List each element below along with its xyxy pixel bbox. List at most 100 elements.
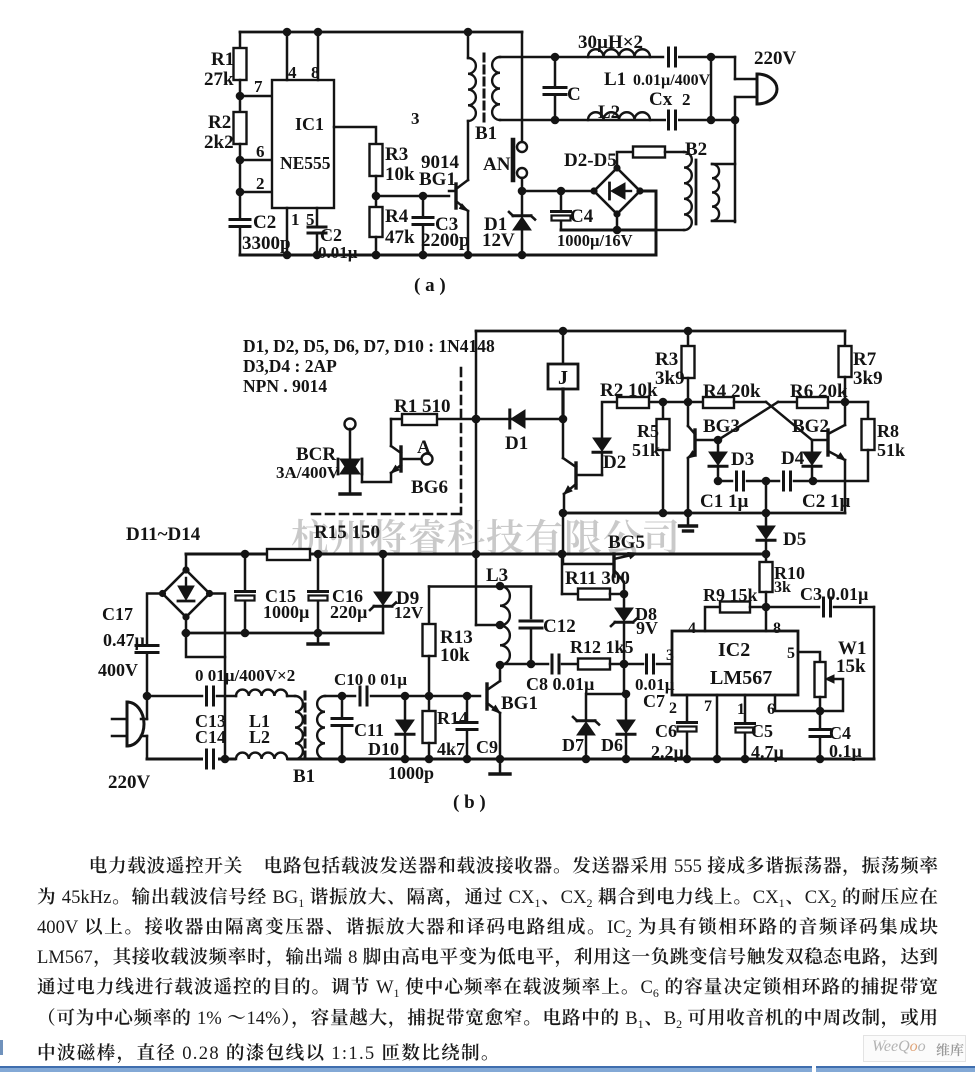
svg-text:1000µ: 1000µ	[263, 602, 310, 622]
svg-text:C12: C12	[543, 616, 576, 637]
svg-text:BG5: BG5	[608, 532, 645, 553]
svg-text:D4: D4	[781, 448, 805, 469]
svg-text:L2: L2	[598, 102, 620, 123]
svg-text:R11 300: R11 300	[565, 568, 630, 589]
svg-text:10k: 10k	[440, 645, 470, 666]
svg-text:4: 4	[288, 63, 297, 82]
svg-text:BG1: BG1	[501, 693, 538, 714]
svg-text:0.01µ: 0.01µ	[318, 243, 358, 262]
svg-text:D1: D1	[505, 433, 528, 454]
svg-text:4.7µ: 4.7µ	[751, 742, 785, 762]
svg-text:220V: 220V	[108, 772, 151, 793]
svg-text:R1: R1	[211, 49, 234, 70]
svg-text:D1, D2, D5, D6, D7, D10 : 1N41: D1, D2, D5, D6, D7, D10 : 1N4148	[243, 336, 495, 356]
svg-text:6: 6	[256, 142, 265, 161]
svg-text:R2: R2	[208, 112, 231, 133]
svg-text:8: 8	[773, 620, 781, 637]
svg-text:R12 1k5: R12 1k5	[570, 637, 634, 657]
svg-text:D3: D3	[731, 449, 754, 470]
svg-text:51k: 51k	[632, 440, 660, 460]
svg-text:0.1µ: 0.1µ	[829, 741, 863, 761]
svg-text:D3,D4 : 2AP: D3,D4 : 2AP	[243, 356, 337, 376]
svg-text:1000µ/16V: 1000µ/16V	[557, 231, 633, 250]
svg-text:D10: D10	[368, 739, 399, 759]
svg-text:47k: 47k	[385, 227, 415, 248]
svg-text:3k9: 3k9	[853, 368, 883, 389]
svg-text:C: C	[567, 84, 581, 105]
svg-text:IC1: IC1	[295, 114, 324, 134]
svg-text:D7: D7	[562, 735, 584, 755]
svg-text:3: 3	[666, 647, 674, 664]
svg-text:C13: C13	[195, 711, 226, 731]
svg-text:C10 0 01µ: C10 0 01µ	[334, 670, 407, 689]
svg-text:220V: 220V	[754, 48, 797, 69]
svg-text:C4: C4	[829, 723, 851, 743]
svg-text:2: 2	[682, 90, 691, 109]
svg-text:R4: R4	[385, 206, 409, 227]
svg-text:3A/400V: 3A/400V	[276, 463, 340, 482]
svg-text:C15: C15	[265, 586, 296, 606]
svg-text:2k2: 2k2	[204, 132, 234, 153]
svg-text:B1: B1	[293, 766, 315, 787]
svg-text:L1: L1	[249, 711, 270, 731]
svg-text:R7: R7	[853, 349, 877, 370]
svg-text:W1: W1	[838, 638, 867, 659]
svg-text:R3: R3	[385, 144, 408, 165]
svg-text:7: 7	[704, 698, 712, 715]
svg-text:C4: C4	[570, 206, 594, 227]
svg-text:400V: 400V	[98, 660, 138, 680]
svg-text:9V: 9V	[636, 618, 658, 638]
svg-text:AN: AN	[483, 154, 511, 175]
svg-text:0.01µ: 0.01µ	[635, 675, 675, 694]
svg-text:3: 3	[411, 109, 420, 128]
svg-text:A: A	[417, 437, 431, 458]
svg-text:R13: R13	[440, 627, 473, 648]
svg-text:4k7: 4k7	[437, 739, 465, 759]
svg-text:3k: 3k	[774, 579, 791, 596]
svg-text:C17: C17	[102, 604, 133, 624]
svg-text:LM567: LM567	[710, 667, 772, 689]
svg-text:2: 2	[669, 700, 677, 717]
svg-text:B1: B1	[475, 123, 497, 144]
svg-text:D11~D14: D11~D14	[126, 524, 201, 545]
svg-text:C7: C7	[643, 691, 665, 711]
svg-text:C9: C9	[476, 737, 498, 757]
svg-text:BG1: BG1	[419, 169, 456, 190]
svg-text:C2 1µ: C2 1µ	[802, 491, 850, 512]
svg-text:0 01µ/400V×2: 0 01µ/400V×2	[195, 666, 295, 685]
svg-text:51k: 51k	[877, 440, 905, 460]
svg-text:D5: D5	[783, 529, 806, 550]
svg-text:C1 1µ: C1 1µ	[700, 491, 748, 512]
svg-text:R4 20k: R4 20k	[703, 381, 761, 402]
svg-text:L1: L1	[604, 69, 626, 90]
svg-text:( a ): ( a )	[414, 275, 446, 296]
svg-text:BCR: BCR	[296, 444, 336, 465]
svg-text:R14: R14	[437, 708, 468, 728]
svg-text:C16: C16	[332, 586, 363, 606]
svg-text:C14: C14	[195, 727, 226, 747]
svg-text:L3: L3	[486, 565, 508, 586]
svg-text:C6: C6	[655, 721, 677, 741]
svg-text:C5: C5	[751, 721, 773, 741]
svg-text:J: J	[558, 367, 568, 389]
svg-text:C8 0.01µ: C8 0.01µ	[526, 674, 595, 694]
svg-text:R3: R3	[655, 349, 678, 370]
svg-text:9014: 9014	[421, 152, 460, 173]
svg-text:R2 10k: R2 10k	[600, 380, 658, 401]
svg-text:0.01µ/400V: 0.01µ/400V	[633, 72, 711, 89]
svg-text:220µ: 220µ	[330, 602, 368, 622]
svg-text:7: 7	[254, 77, 263, 96]
svg-text:15k: 15k	[836, 656, 866, 677]
svg-text:0.47µ: 0.47µ	[103, 630, 146, 650]
svg-text:R10: R10	[774, 563, 805, 583]
svg-text:10k: 10k	[385, 164, 415, 185]
svg-text:12V: 12V	[482, 230, 515, 251]
svg-text:1000p: 1000p	[388, 763, 434, 783]
svg-text:D8: D8	[635, 604, 657, 624]
svg-text:( b ): ( b )	[453, 792, 486, 813]
svg-text:NE555: NE555	[280, 153, 331, 173]
svg-text:Cx: Cx	[649, 89, 673, 110]
svg-text:C3 0.01µ: C3 0.01µ	[800, 584, 869, 604]
svg-text:30µH×2: 30µH×2	[578, 32, 643, 53]
svg-text:C11: C11	[354, 720, 384, 740]
